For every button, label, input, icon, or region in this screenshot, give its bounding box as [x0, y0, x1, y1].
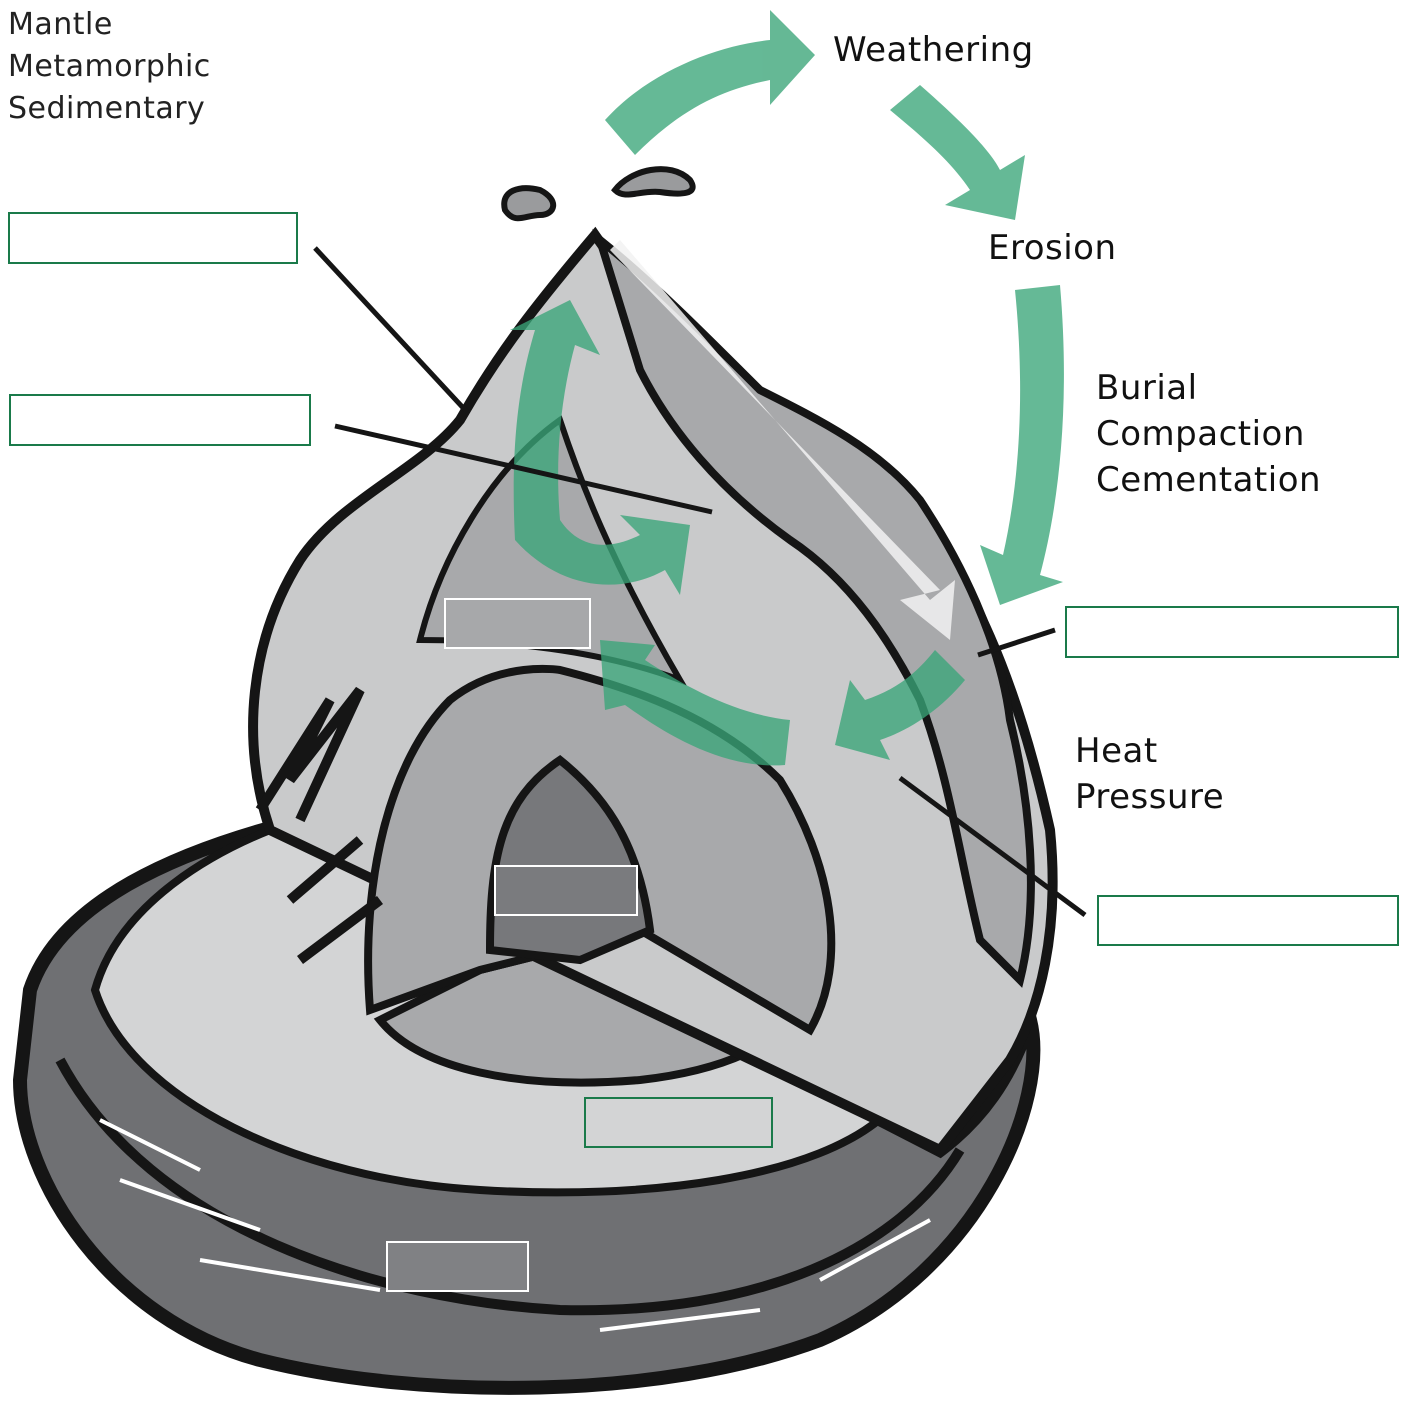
answer-box-1[interactable]	[8, 212, 298, 264]
process-burial-line: Compaction	[1096, 411, 1321, 457]
word-bank-item: Sedimentary	[8, 88, 211, 130]
leader-line-1	[315, 248, 467, 412]
ash-plume-right	[615, 169, 693, 194]
arrow-erosion	[890, 85, 1025, 220]
process-heat-line: Heat	[1075, 728, 1224, 774]
process-burial-line: Burial	[1096, 365, 1321, 411]
word-bank: Mantle Metamorphic Sedimentary	[8, 4, 211, 130]
answer-box-2[interactable]	[9, 394, 311, 446]
process-erosion: Erosion	[988, 225, 1117, 271]
word-bank-item: Metamorphic	[8, 46, 211, 88]
word-bank-item: Mantle	[8, 4, 211, 46]
answer-box-6[interactable]	[444, 598, 591, 649]
process-burial-line: Cementation	[1096, 457, 1321, 503]
answer-box-4[interactable]	[1097, 895, 1399, 946]
process-weathering: Weathering	[833, 27, 1034, 73]
ash-plume-left	[504, 188, 553, 218]
arrow-weathering	[605, 10, 815, 155]
answer-box-7[interactable]	[494, 865, 638, 916]
answer-box-3[interactable]	[1065, 606, 1399, 658]
answer-box-5[interactable]	[584, 1097, 773, 1148]
answer-box-8[interactable]	[386, 1241, 529, 1292]
process-burial: Burial Compaction Cementation	[1096, 365, 1321, 503]
process-heat-line: Pressure	[1075, 774, 1224, 820]
process-heat: Heat Pressure	[1075, 728, 1224, 820]
arrow-burial	[980, 285, 1064, 605]
